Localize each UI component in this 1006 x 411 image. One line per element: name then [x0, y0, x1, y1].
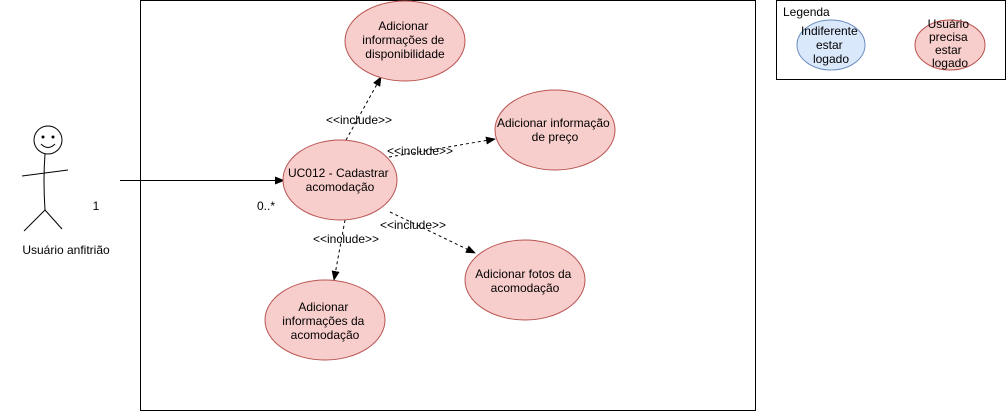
actor-arms	[21, 169, 69, 177]
actor-label: Usuário anfitrião	[22, 243, 110, 257]
usecase-main: UC012 - Cadastrar acomodação	[282, 139, 398, 221]
usecase-fotos: Adicionar fotos da acomodação	[464, 239, 586, 321]
legend-logged-text: Usuário precisa estar logado	[928, 17, 973, 70]
actor-multiplicity: 1	[93, 199, 100, 213]
usecase-preco-text: Adicionar informação de preço	[497, 116, 613, 144]
legend-logged-ellipse	[914, 19, 986, 71]
usecase-informacoes: Adicionar informações da acomodação	[264, 279, 386, 361]
actor-leg-right	[44, 209, 63, 230]
usecase-fotos-text: Adicionar fotos da acomodação	[475, 267, 574, 295]
usecase-disponibilidade: Adicionar informações de disponibilidade	[344, 0, 466, 82]
include-arrow-fotos	[389, 211, 476, 254]
include-label-informacoes: <<include>>	[313, 232, 379, 246]
legend-neutral-text: Indiferente estar logado	[801, 24, 861, 66]
legend-neutral-ellipse	[796, 19, 866, 71]
include-label-fotos: <<include>>	[380, 218, 446, 232]
include-label-preco: <<include>>	[387, 144, 453, 158]
actor-stick-figure	[21, 125, 69, 232]
actor-eye-left	[41, 135, 45, 139]
include-arrow-informacoes	[331, 219, 346, 281]
usecase-informacoes-text: Adicionar informações da acomodação	[282, 300, 367, 342]
usecase-disponibilidade-text: Adicionar informações de disponibilidade	[362, 19, 447, 61]
actor-body	[43, 153, 46, 211]
usecase-preco: Adicionar informação de preço	[494, 89, 616, 171]
legend-title: Legenda	[783, 5, 830, 19]
actor-eye-right	[51, 135, 55, 139]
usecase-multiplicity: 0..*	[257, 199, 275, 213]
actor-leg-left	[23, 209, 46, 232]
actor-head	[33, 125, 63, 155]
include-label-disponibilidade: <<include>>	[326, 113, 392, 127]
actor-smile-icon	[40, 143, 56, 148]
include-arrow-disponibilidade	[345, 76, 382, 141]
usecase-main-text: UC012 - Cadastrar acomodação	[288, 166, 392, 194]
